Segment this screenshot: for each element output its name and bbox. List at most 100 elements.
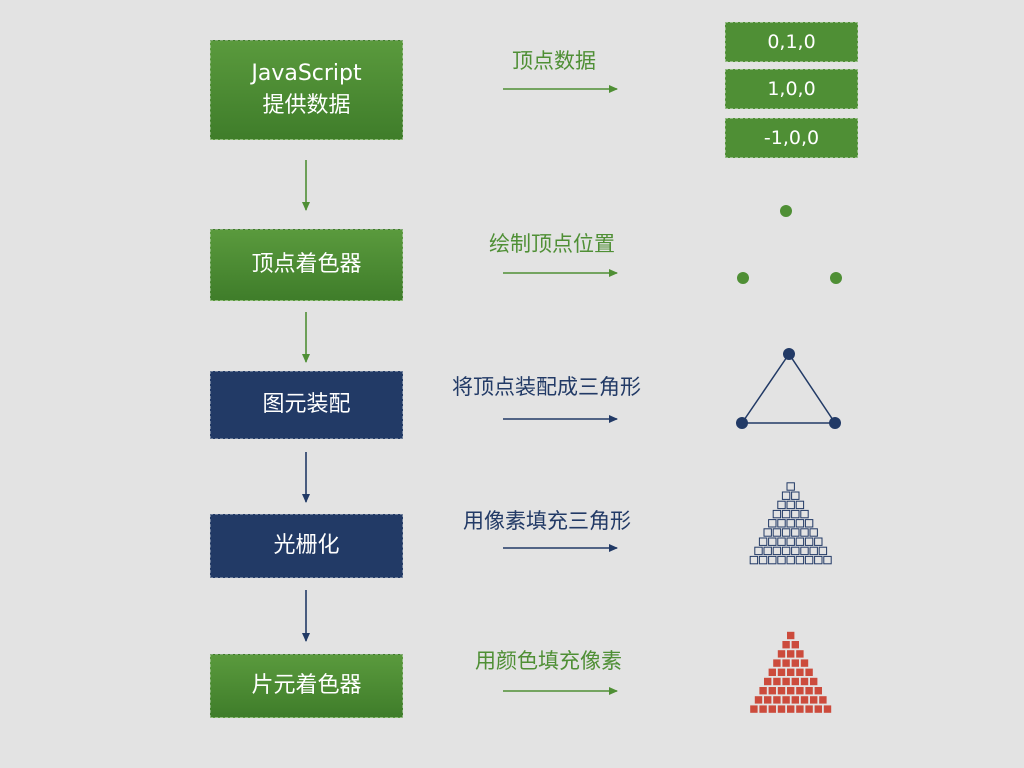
- pixel-cell: [819, 696, 827, 704]
- pixel-cell: [791, 641, 799, 649]
- pixel-cell: [777, 500, 786, 510]
- pixel-cell: [791, 509, 800, 519]
- pixel-cell: [796, 668, 804, 676]
- stage-label: 光栅化: [273, 533, 340, 558]
- pixel-cell: [758, 537, 768, 546]
- pixel-cell: [814, 705, 822, 713]
- pixel-cell: [754, 546, 763, 556]
- pixel-cell: [795, 555, 805, 565]
- pixel-cell: [786, 555, 795, 565]
- pixel-cell: [777, 537, 786, 546]
- pixel-cell: [809, 528, 818, 537]
- pixel-cell: [800, 528, 809, 537]
- pixel-cell: [750, 705, 758, 713]
- pixel-cell: [809, 546, 818, 556]
- pixel-cell: [796, 705, 804, 713]
- pixel-cell: [782, 696, 790, 704]
- caption-assemble-triangle: 将顶点装配成三角形: [452, 375, 641, 399]
- pixel-cell: [791, 546, 800, 556]
- pixel-cell: [786, 482, 795, 491]
- pixel-cell: [804, 519, 814, 528]
- pixel-cell: [791, 528, 800, 537]
- pixel-cell: [759, 705, 767, 713]
- pixel-cell: [781, 509, 791, 519]
- pixel-cell: [763, 546, 772, 556]
- pixel-cell: [768, 705, 776, 713]
- pixel-cell: [768, 687, 776, 695]
- three-vertex-points-icon: [737, 205, 842, 284]
- pixel-cell: [773, 659, 781, 667]
- stage-rasterization: 光栅化: [210, 514, 403, 578]
- pixel-cell: [786, 519, 795, 528]
- pixel-cell: [777, 650, 786, 658]
- pixel-cell: [810, 696, 818, 704]
- pixel-cell: [773, 677, 781, 686]
- pixel-cell: [791, 491, 800, 500]
- pixel-cell: [777, 555, 786, 565]
- stage-label: 片元着色器: [251, 673, 362, 698]
- pixel-cell: [781, 491, 791, 500]
- pixel-cell: [800, 546, 809, 556]
- pixel-cell: [772, 509, 782, 519]
- pixel-cell: [804, 555, 814, 565]
- pixel-grid-triangle-icon: [749, 482, 832, 565]
- vertex-data-box: 1,0,0: [725, 69, 858, 109]
- pixel-cell: [787, 687, 795, 695]
- pixel-cell: [786, 537, 795, 546]
- pixel-cell: [768, 668, 776, 676]
- pixel-cell: [791, 696, 799, 704]
- pixel-cell: [796, 650, 804, 658]
- pixel-cell: [764, 677, 772, 686]
- pixel-cell: [772, 546, 782, 556]
- pixel-cell: [782, 677, 790, 686]
- pixel-cell: [814, 537, 823, 546]
- pixel-cell: [805, 705, 813, 713]
- filled-pixel-triangle-icon: [750, 631, 832, 713]
- pixel-cell: [787, 650, 795, 658]
- pixel-cell: [791, 677, 799, 686]
- pixel-cell: [823, 555, 832, 565]
- caption-fill-pixels-color: 用颜色填充像素: [475, 649, 622, 673]
- pixel-cell: [777, 687, 786, 695]
- pixel-cell: [795, 519, 805, 528]
- pixel-cell: [781, 528, 791, 537]
- caption-draw-vertex-positions: 绘制顶点位置: [489, 232, 615, 256]
- stage-vertex-shader: 顶点着色器: [210, 229, 403, 301]
- pixel-cell: [795, 537, 805, 546]
- caption-vertex-data: 顶点数据: [512, 49, 596, 73]
- pixel-cell: [810, 677, 818, 686]
- pixel-cell: [782, 659, 790, 667]
- pixel-cell: [782, 641, 790, 649]
- pixel-cell: [823, 705, 832, 713]
- stage-javascript-data: JavaScript 提供数据: [210, 40, 403, 140]
- wireframe-triangle-icon: [736, 348, 841, 429]
- stage-fragment-shader: 片元着色器: [210, 654, 403, 718]
- pixel-cell: [787, 668, 795, 676]
- pixel-cell: [781, 546, 791, 556]
- pixel-cell: [763, 528, 772, 537]
- stage-primitive-assembly: 图元装配: [210, 371, 403, 439]
- pixel-cell: [818, 546, 828, 556]
- pixel-cell: [777, 668, 786, 676]
- caption-fill-triangle-pixels: 用像素填充三角形: [463, 509, 631, 533]
- pixel-cell: [791, 659, 799, 667]
- pixel-cell: [800, 659, 809, 667]
- pixel-cell: [787, 705, 795, 713]
- vertex-data-box: -1,0,0: [725, 118, 858, 158]
- pixel-cell: [777, 519, 786, 528]
- stage-label-line2: 提供数据: [262, 93, 351, 118]
- pixel-cell: [772, 528, 782, 537]
- pixel-cell: [759, 687, 767, 695]
- pixel-cell: [764, 696, 772, 704]
- pixel-cell: [805, 668, 813, 676]
- stage-label: 顶点着色器: [251, 252, 362, 277]
- pixel-cell: [768, 555, 777, 565]
- pixel-cell: [814, 687, 822, 695]
- pixel-cell: [800, 696, 809, 704]
- pixel-cell: [777, 705, 786, 713]
- pixel-cell: [754, 696, 763, 704]
- vertex-data-box: 0,1,0: [725, 22, 858, 62]
- pixel-cell: [804, 537, 814, 546]
- pixel-cell: [768, 537, 777, 546]
